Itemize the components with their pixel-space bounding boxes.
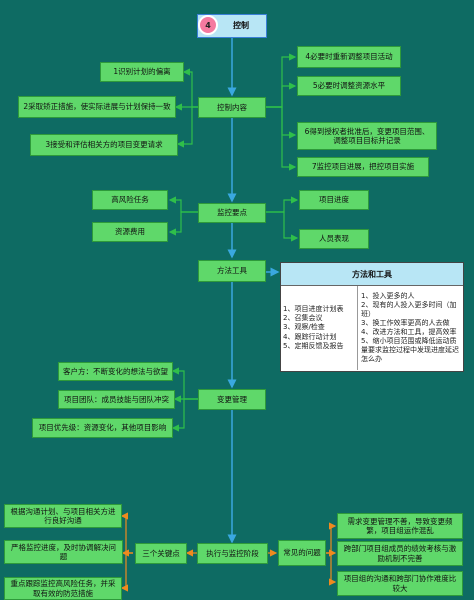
control-right-item-5[interactable]: 5必要时调整资源水平 [297,76,401,96]
problem-3[interactable]: 项目组的沟通和跨部门协作难度比较大 [337,571,463,596]
change-item-priority[interactable]: 项目优先级：资源变化，其他项目影响 [32,418,173,438]
change-item-team[interactable]: 项目团队：成员技能与团队冲突 [58,390,175,409]
problem-branch-3 [326,552,337,586]
monitor-left-2 [168,211,198,236]
control-left-item-3[interactable]: 3接受和评估相关方的项目变更请求 [30,134,178,156]
monitor-right-progress[interactable]: 项目进度 [299,190,369,210]
methods-right-item: 3、换工作效率更高的人去做 [361,318,450,327]
control-left-item-1[interactable]: 1识别计划的偏离 [100,62,184,82]
key-points-node[interactable]: 三个关键点 [135,543,187,564]
problem-1[interactable]: 需求变更管理不善，导致变更频繁，项目组运作混乱 [337,513,463,539]
control-content-node[interactable]: 控制内容 [198,97,266,118]
branch-right-7 [266,106,297,171]
monitor-right-staff[interactable]: 人员表现 [299,229,369,249]
key-point-3[interactable]: 重点跟踪监控高风险任务，并采取有效的防范措施 [4,577,122,600]
monitor-left-high-risk[interactable]: 高风险任务 [92,190,168,210]
change-branch-1 [171,367,198,400]
monitor-left-resource-cost[interactable]: 资源费用 [92,222,168,242]
key-point-2[interactable]: 严格监控进度，及时协调解决问题 [4,540,123,564]
branch-right-6 [266,106,297,139]
monitor-left-1 [168,196,198,213]
methods-left-item: 5、定期反馈及报告 [283,341,344,350]
methods-right-item: 4、改进方法和工具，提高效率 [361,328,457,336]
methods-right-item: 2、现有的人投入更多时间（加班） [361,300,457,318]
key-point-1[interactable]: 根据沟通计划、与项目相关方进行良好沟通 [4,504,122,528]
monitor-right-2 [266,211,299,242]
control-right-item-4[interactable]: 4必要时重新调整项目活动 [297,46,401,68]
keypoint-branch-3 [120,552,133,592]
execution-node[interactable]: 执行与监控阶段 [197,543,268,564]
methods-left-item: 2、召集会议 [283,314,323,323]
problem-2[interactable]: 跨部门项目组成员的绩效考核与激励机制不完善 [337,541,463,566]
branch-right-4 [266,53,297,108]
methods-left-item: 4、跟踪行动计划 [283,332,337,341]
title-label: 控制 [233,21,249,30]
common-problems-node[interactable]: 常见的问题 [278,540,326,566]
keypoint-branch-1 [120,512,133,554]
control-right-item-6[interactable]: 6得到授权者批准后，变更项目范围、调整项目目标并记录 [297,122,437,150]
change-branch-3 [171,398,198,432]
monitor-right-1 [266,196,299,213]
control-left-item-2[interactable]: 2采取矫正措施，使实际进展与计划保持一致 [18,96,176,118]
problem-branch-1 [326,522,337,554]
monitor-points-node[interactable]: 监控要点 [198,203,266,223]
change-item-customer[interactable]: 客户方：不断变化的想法与欲望 [58,362,173,381]
change-management-node[interactable]: 变更管理 [198,389,266,410]
methods-table: 方法和工具 1、项目进度计划表 2、召集会议 3、观察/检查 4、跟踪行动计划 … [280,262,464,372]
methods-right-item: 1、投入更多的人 [361,291,415,300]
methods-table-left-column: 1、项目进度计划表 2、召集会议 3、观察/检查 4、跟踪行动计划 5、定期反馈… [281,286,358,370]
methods-left-item: 1、项目进度计划表 [283,305,344,314]
branch-left-1 [182,68,198,108]
methods-table-title: 方法和工具 [281,263,463,286]
methods-node[interactable]: 方法工具 [198,260,266,282]
title-number-badge: 4 [198,15,218,35]
methods-left-item: 3、观察/检查 [283,323,325,332]
control-right-item-7[interactable]: 7监控项目进展，把控项目实施 [297,157,429,177]
methods-right-item: 5、缩小项目范围或降低运动质量要求监控过程中发现进度延迟怎么办 [361,337,459,364]
branch-left-3 [176,106,198,148]
methods-table-right-column: 1、投入更多的人 2、现有的人投入更多时间（加班） 3、换工作效率更高的人去做 … [359,286,463,370]
branch-right-5 [266,82,297,108]
